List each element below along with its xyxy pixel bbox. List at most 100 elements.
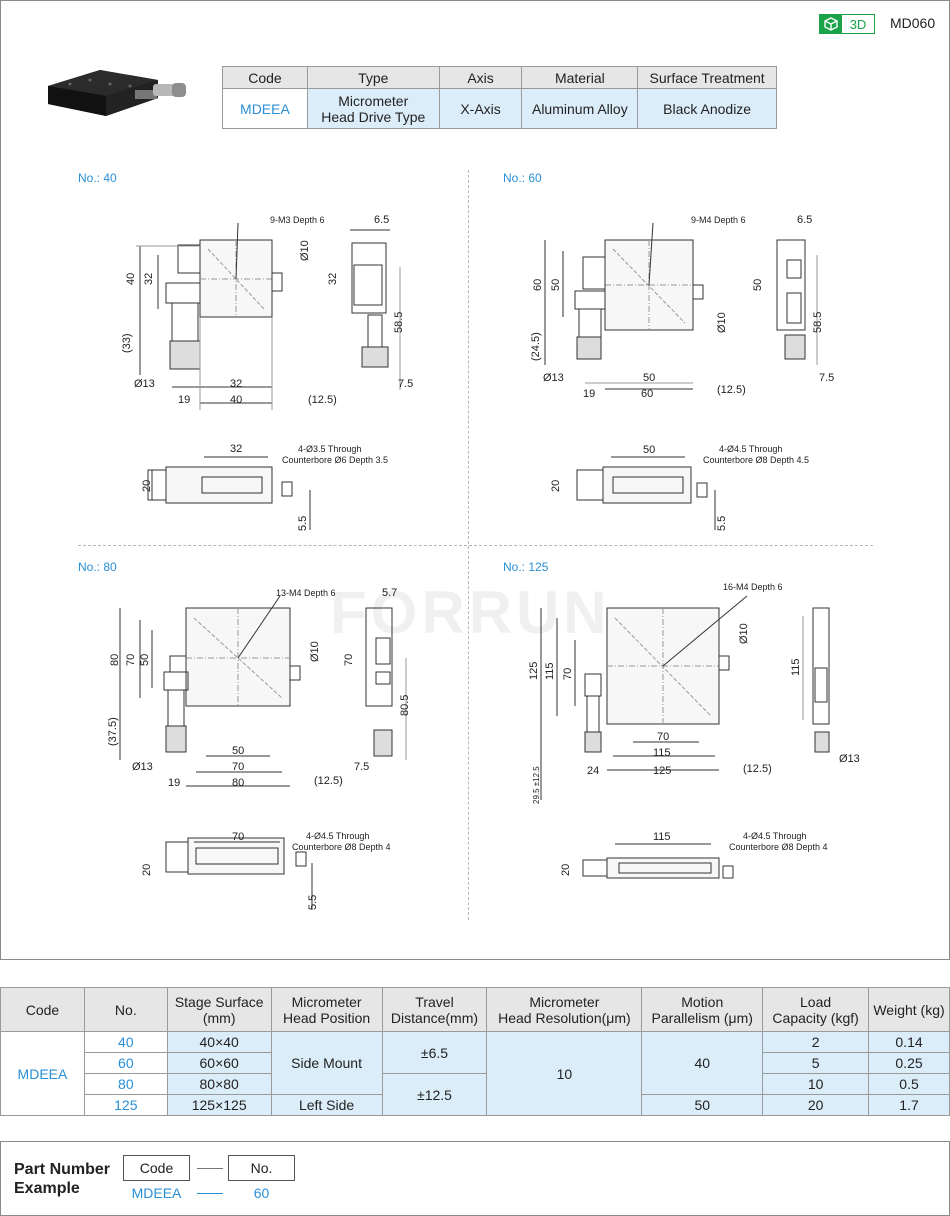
- dim-60-11: (12.5): [717, 384, 746, 396]
- dim-80-8: Ø13: [132, 761, 153, 773]
- drawing-no60: 9-M4 Depth 6 6.5 60 50 50 Ø10 58.5 (24.5…: [530, 214, 834, 531]
- dim-60-3: 50: [752, 279, 764, 291]
- product-image: [48, 70, 186, 116]
- pn-code-label: Code: [123, 1155, 190, 1181]
- row-load: 20: [762, 1094, 870, 1116]
- header-type: Type: [306, 66, 440, 89]
- dim-40-1: Ø10: [299, 240, 311, 261]
- dim-80-10: 70: [232, 761, 244, 773]
- dim-40-9: 19: [178, 394, 190, 406]
- dim-40-14: 20: [141, 480, 153, 492]
- model-code: MD060: [890, 15, 936, 31]
- travel-small: ±6.5: [381, 1031, 488, 1074]
- dim-40-8: 32: [230, 378, 242, 390]
- dim-125-3: 70: [562, 668, 574, 680]
- header-code: Code: [222, 66, 308, 89]
- dim-40-5: 58.5: [393, 312, 405, 333]
- section-label-80: No.: 80: [78, 560, 117, 574]
- dim-125-9: (12.5): [743, 763, 772, 775]
- header-axis: Axis: [438, 66, 523, 89]
- dim-125-10: Ø13: [839, 753, 860, 765]
- dim-80-15: 70: [232, 831, 244, 843]
- product-spec-table: Code Type Axis Material Surface Treatmen…: [222, 66, 777, 129]
- dim-40-13: 32: [230, 443, 242, 455]
- dim-80-0: 5.7: [382, 587, 397, 599]
- res-l2: Head Resolution(μm): [498, 1009, 631, 1026]
- stage-l2: (mm): [202, 1009, 236, 1026]
- dim-40-6: (33): [121, 333, 133, 353]
- dim-60-6: (24.5): [530, 332, 542, 361]
- dim-125-8: 125: [653, 765, 671, 777]
- through-note-125-a: 4-Ø4.5 Through: [743, 831, 806, 841]
- row-weight: 0.14: [868, 1031, 950, 1053]
- hole-note-60: 9-M4 Depth 6: [691, 215, 746, 225]
- dim-40-11: (12.5): [308, 394, 337, 406]
- 3d-model-button[interactable]: 3D: [819, 14, 875, 34]
- dim-125-12: 115: [653, 831, 671, 843]
- row-no[interactable]: 125: [83, 1094, 168, 1116]
- cell-material: Aluminum Alloy: [521, 88, 639, 129]
- col-stage: Stage Surface(mm): [166, 987, 272, 1032]
- drawing-no40: 9-M3 Depth 6 6.5 Ø10 40 32 32 58.5 (33) …: [121, 214, 413, 531]
- cell-code[interactable]: MDEEA: [222, 88, 308, 129]
- dim-80-9: 50: [232, 745, 244, 757]
- parallelism-a: 40: [641, 1031, 764, 1095]
- row-weight: 1.7: [868, 1094, 950, 1116]
- dim-40-12: 7.5: [398, 378, 413, 390]
- head-left-side: Left Side: [270, 1094, 383, 1116]
- row-no[interactable]: 80: [83, 1073, 168, 1095]
- dim-80-7: (37.5): [107, 717, 119, 746]
- type-line1: Micrometer: [338, 92, 409, 109]
- dim-40-0: 6.5: [374, 214, 389, 226]
- dim-40-4: 32: [327, 273, 339, 285]
- pn-no-label: No.: [228, 1155, 295, 1181]
- through-note-80-b: Counterbore Ø8 Depth 4: [292, 842, 391, 852]
- section-label-40: No.: 40: [78, 171, 117, 185]
- row-weight: 0.25: [868, 1052, 950, 1074]
- row-no[interactable]: 40: [83, 1031, 168, 1053]
- dim-125-4: 115: [790, 658, 802, 676]
- dim-60-15: 5.5: [716, 516, 728, 531]
- hole-note-40: 9-M3 Depth 6: [270, 215, 325, 225]
- dim-40-15: 5.5: [297, 516, 309, 531]
- cube-icon: [820, 15, 842, 33]
- cell-axis: X-Axis: [438, 88, 523, 129]
- dim-80-3: 70: [125, 654, 137, 666]
- row-load: 10: [762, 1073, 870, 1095]
- dim-80-16: 20: [141, 864, 153, 876]
- through-note-125-b: Counterbore Ø8 Depth 4: [729, 842, 828, 852]
- head-side-mount: Side Mount: [270, 1031, 383, 1095]
- row-stage: 60×60: [166, 1052, 272, 1074]
- dim-125-5: 70: [657, 731, 669, 743]
- dim-60-2: 50: [550, 279, 562, 291]
- dim-80-12: 80: [232, 777, 244, 789]
- cell-surface: Black Anodize: [637, 88, 777, 129]
- part-number-title: Part Number Example: [14, 1160, 110, 1198]
- through-note-60-b: Counterbore Ø8 Depth 4.5: [703, 455, 809, 465]
- pn-value-separator: [197, 1193, 223, 1194]
- dim-80-11: 19: [168, 777, 180, 789]
- parallelism-b: 50: [641, 1094, 764, 1116]
- dim-125-6: 115: [653, 747, 671, 759]
- dim-125-1: 125: [528, 662, 540, 680]
- dim-80-1: Ø10: [309, 641, 321, 662]
- par-l2: Parallelism (μm): [651, 1009, 753, 1026]
- dim-125-11: 29.5 ±12.5: [532, 766, 541, 804]
- dim-125-2: 115: [544, 662, 556, 680]
- dim-125-0: Ø10: [738, 623, 750, 644]
- header-surface: Surface Treatment: [637, 66, 777, 89]
- drawing-no125: 16-M4 Depth 6 Ø10 125 115 70 115 70 115 …: [528, 582, 860, 879]
- row-code[interactable]: MDEEA: [0, 1031, 85, 1116]
- dim-60-7: Ø13: [543, 372, 564, 384]
- dim-60-13: 50: [643, 444, 655, 456]
- pn-code-value: MDEEA: [131, 1185, 182, 1201]
- section-divider-horizontal: [78, 545, 873, 546]
- dim-80-5: 70: [343, 654, 355, 666]
- row-no[interactable]: 60: [83, 1052, 168, 1074]
